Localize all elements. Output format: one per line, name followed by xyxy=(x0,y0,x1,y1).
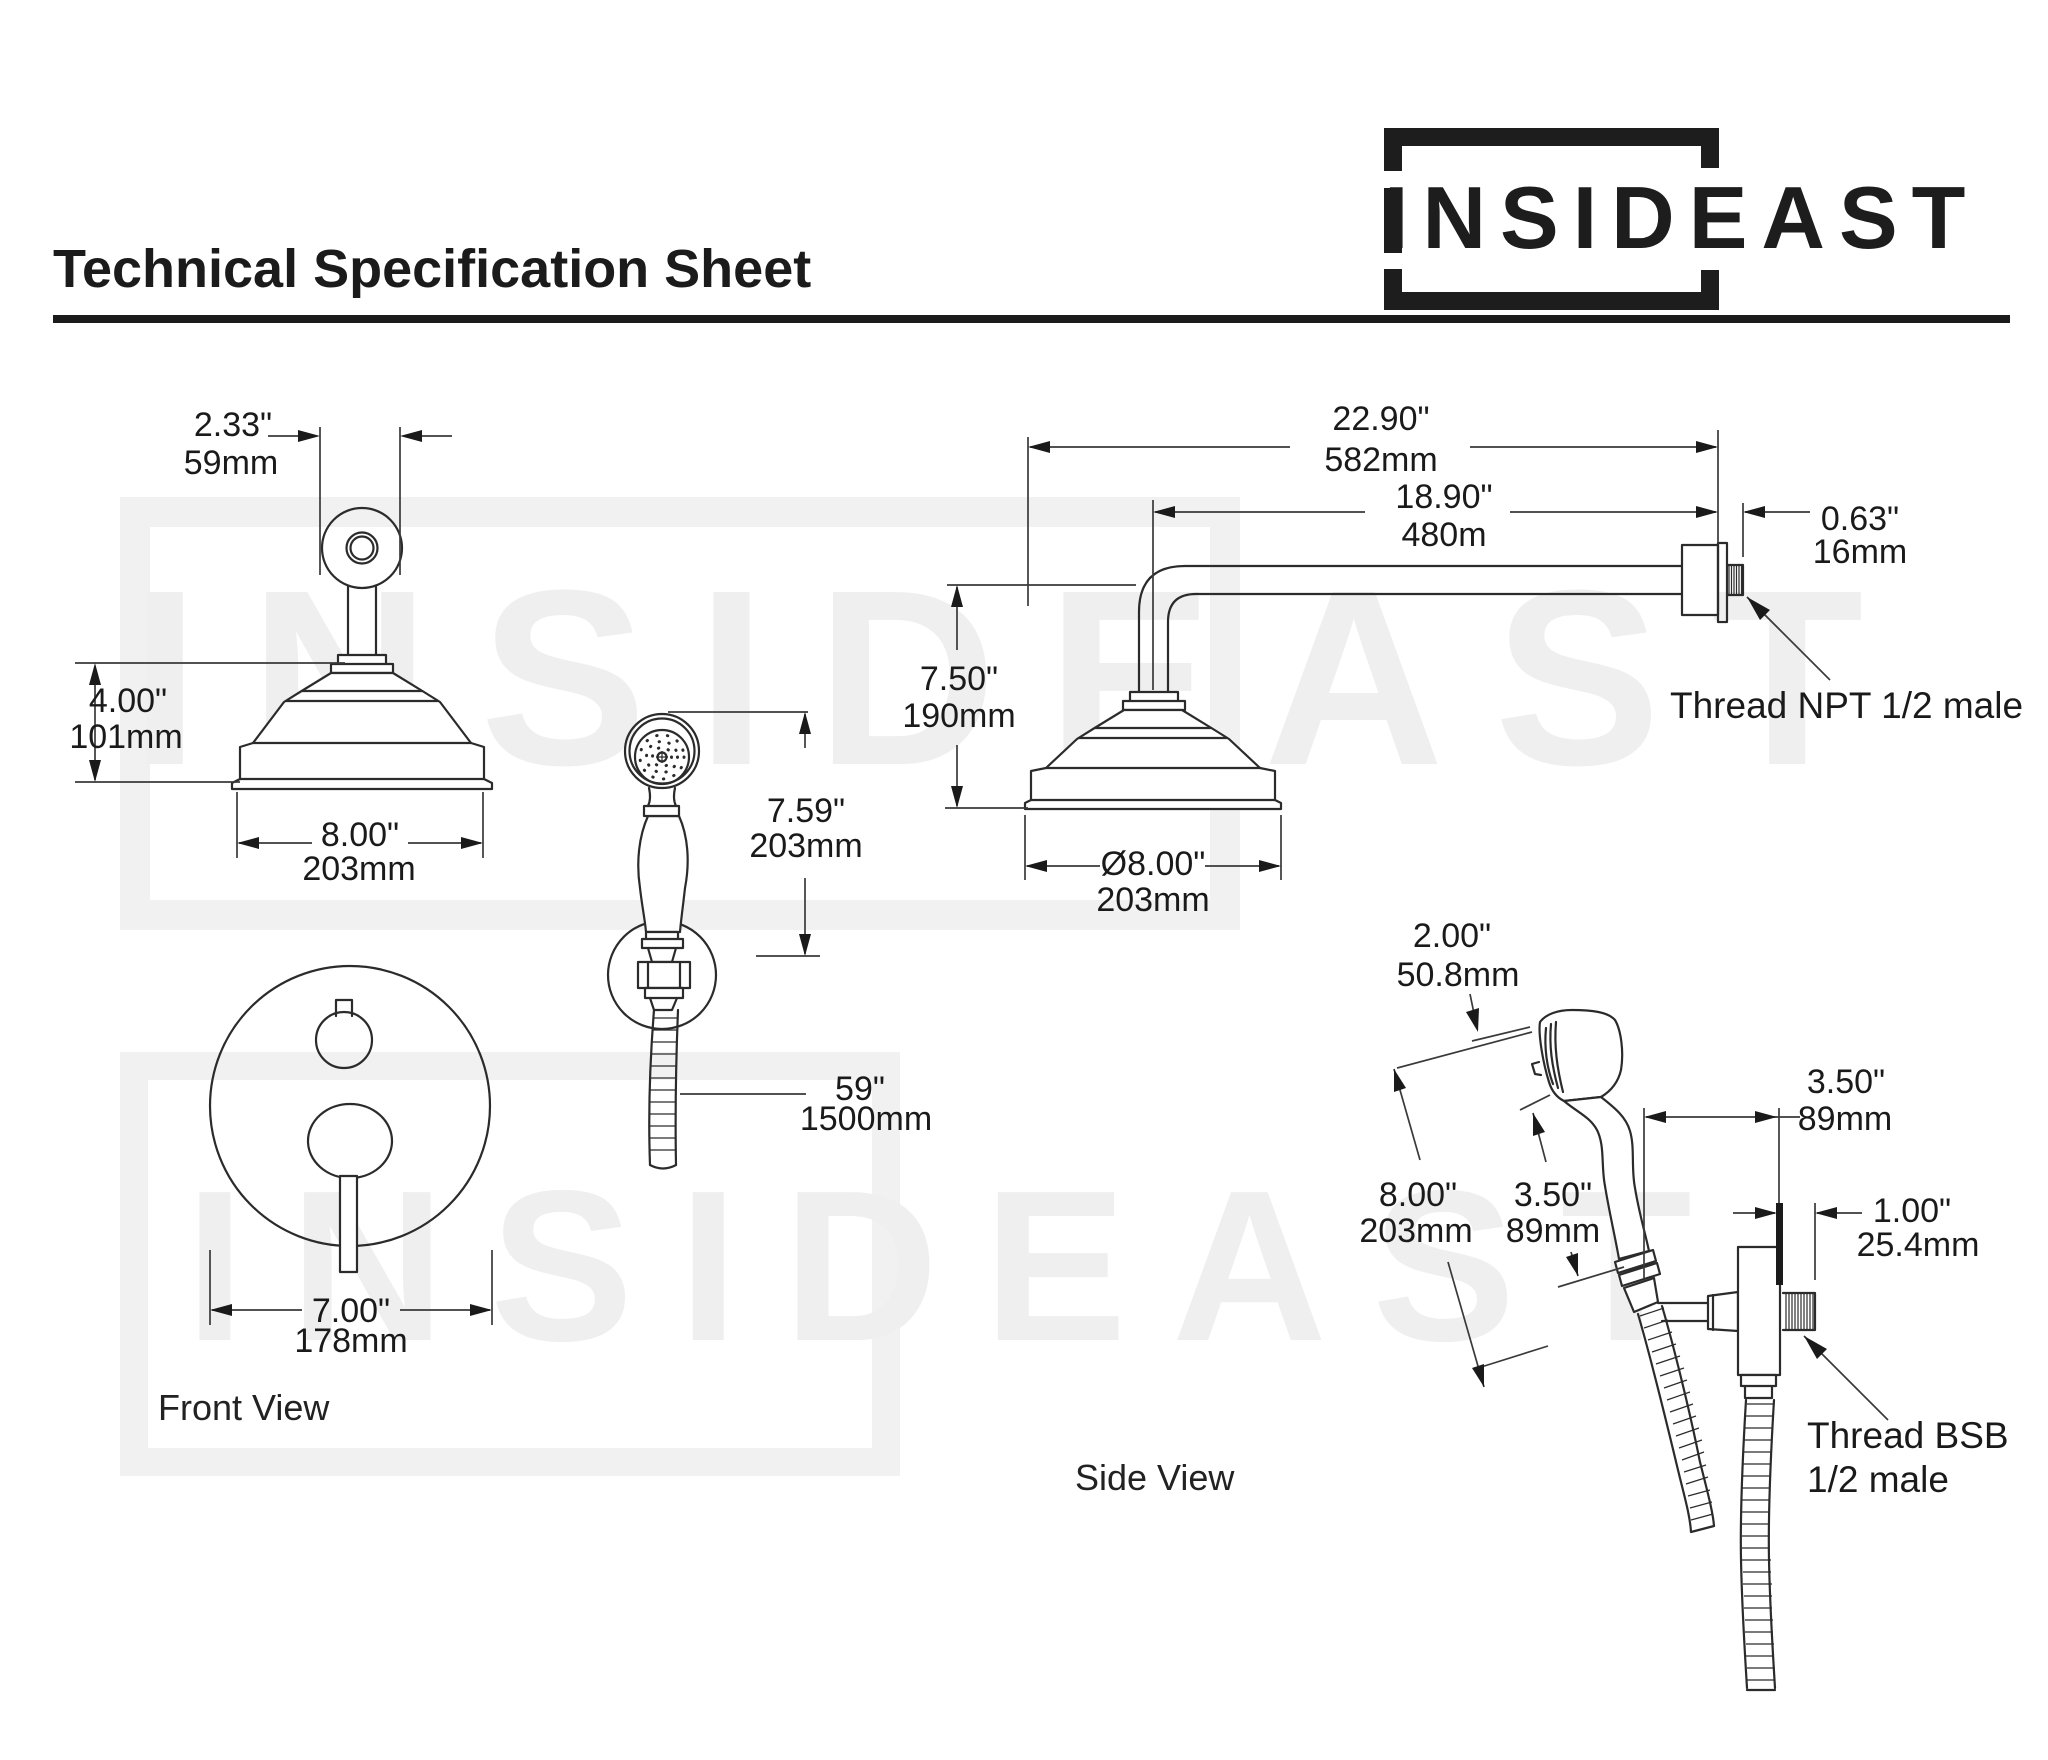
dim-hs-head-width-in: 2.00" xyxy=(1413,917,1491,955)
front-view-label: Front View xyxy=(158,1387,330,1428)
dim-hs-wall-offset-in: 3.50" xyxy=(1807,1063,1885,1101)
dim-flange-width-in: 2.33" xyxy=(194,406,272,444)
dim-arm-length-mm: 480m xyxy=(1401,516,1486,554)
dim-head-width-in: 8.00" xyxy=(321,816,399,854)
watermark-frame-icon xyxy=(120,497,1240,930)
dim-hs-handle-in: 3.50" xyxy=(1514,1176,1592,1214)
dim-hose-length-in: 59" xyxy=(835,1070,885,1108)
hand-shower-side-drawing xyxy=(1530,1008,1817,1692)
dim-hs-handle-mm: 89mm xyxy=(1506,1212,1600,1250)
dim-hs-length-in: 8.00" xyxy=(1379,1176,1457,1214)
dim-bracket-depth-in: 1.00" xyxy=(1873,1192,1951,1230)
thread-bsb-label-line2: 1/2 male xyxy=(1807,1459,1949,1500)
dim-wall-fitting-mm: 16mm xyxy=(1813,533,1907,571)
dim-bracket-depth-mm: 25.4mm xyxy=(1857,1226,1980,1264)
dim-head-height-mm: 101mm xyxy=(69,718,182,756)
dim-valve-diameter-in: 7.00" xyxy=(312,1292,390,1330)
dim-side-height-mm: 190mm xyxy=(902,697,1015,735)
dim-handshower-length-in: 7.59" xyxy=(767,792,845,830)
dim-handshower-length-mm: 203mm xyxy=(749,827,862,865)
dim-arm-length-in: 18.90" xyxy=(1395,478,1492,516)
rain-head-side-drawing xyxy=(1023,541,1745,811)
dim-side-height-in: 7.50" xyxy=(920,660,998,698)
dim-hose-length-mm: 1500mm xyxy=(800,1100,932,1138)
dim-hs-length-mm: 203mm xyxy=(1359,1212,1472,1250)
brand-logo-text: INSIDEAST xyxy=(1384,168,1980,267)
dim-valve-diameter-mm: 178mm xyxy=(294,1322,407,1360)
rain-head-front-drawing xyxy=(230,506,494,791)
header-divider xyxy=(53,315,2010,323)
side-view-label: Side View xyxy=(1075,1457,1235,1498)
watermark-text: INSIDEAST xyxy=(185,1145,1737,1386)
mixer-valve-drawing xyxy=(208,964,492,1274)
dim-side-diameter-in: Ø8.00" xyxy=(1101,845,1206,883)
dim-hs-head-width-mm: 50.8mm xyxy=(1397,956,1520,994)
watermark-frame-icon xyxy=(120,1052,900,1476)
dim-total-reach-in: 22.90" xyxy=(1332,400,1429,438)
page-title: Technical Specification Sheet xyxy=(53,239,812,299)
thread-bsb-label-line1: Thread BSB xyxy=(1807,1415,2009,1456)
dim-head-height-in: 4.00" xyxy=(89,682,167,720)
hand-shower-front-drawing xyxy=(606,712,718,1170)
dim-side-diameter-mm: 203mm xyxy=(1096,881,1209,919)
dim-total-reach-mm: 582mm xyxy=(1324,441,1437,479)
dim-wall-fitting-in: 0.63" xyxy=(1821,500,1899,538)
dim-flange-width-mm: 59mm xyxy=(184,444,278,482)
dim-hs-wall-offset-mm: 89mm xyxy=(1798,1100,1892,1138)
dim-head-width-mm: 203mm xyxy=(302,850,415,888)
thread-npt-label: Thread NPT 1/2 male xyxy=(1670,685,2023,726)
